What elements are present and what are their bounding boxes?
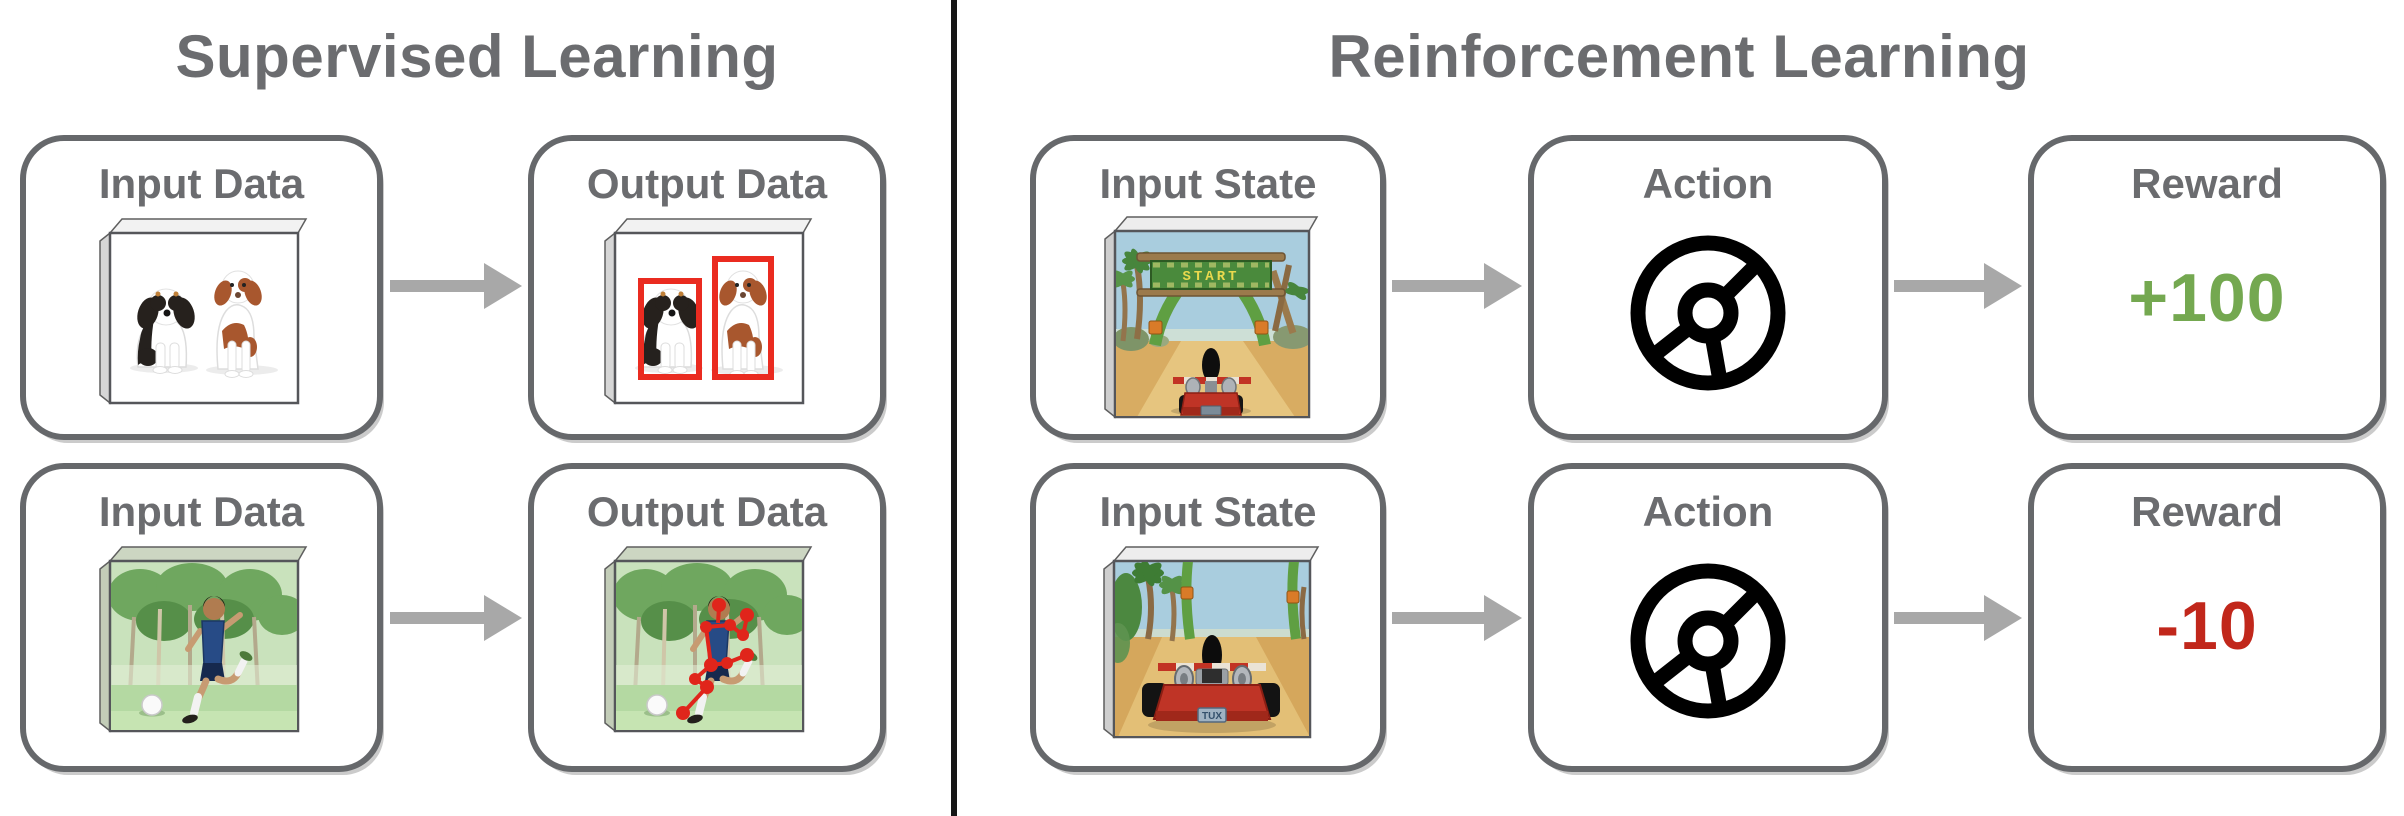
reward-value-negative: -10 [2156, 588, 2258, 665]
reward-label: Reward [2131, 160, 2283, 207]
supervised-learning-title: Supervised Learning [175, 23, 779, 90]
arrow-shaft [1392, 612, 1484, 624]
arrow-shaft [1392, 280, 1484, 292]
kart-plate-text: TUX [1202, 711, 1222, 722]
soccer-illustration [616, 563, 802, 731]
rl-reward-box-1: Reward +100 [2028, 135, 2386, 440]
arrow-action-to-reward-1 [1894, 262, 2022, 310]
arrow-head [484, 595, 522, 641]
input-state-label: Input State [1099, 488, 1317, 535]
arrow-head [484, 263, 522, 309]
kart-start-illustration: START [1116, 248, 1308, 417]
reward-label: Reward [2131, 488, 2283, 535]
arrow-action-to-reward-2 [1894, 594, 2022, 642]
arrow-state-to-action-1 [1392, 262, 1522, 310]
arrow-head [1484, 595, 1522, 641]
rl-action-box-2: Action [1528, 463, 1888, 772]
rl-action-box-1: Action [1528, 135, 1888, 440]
soccer-pose-photo [604, 546, 813, 733]
arrow-input-to-output-2 [390, 594, 522, 642]
output-data-label: Output Data [586, 488, 828, 535]
pose-keypoints [676, 598, 754, 721]
arrow-shaft [390, 612, 484, 624]
steering-wheel-icon [1630, 563, 1786, 719]
dogs-illustration [129, 270, 278, 379]
arrow-shaft [1894, 612, 1984, 624]
supervised-output-box-2: Output Data [528, 463, 886, 772]
dogs-photo [98, 218, 307, 405]
input-data-label: Input Data [98, 160, 305, 207]
reward-value-positive: +100 [2128, 260, 2286, 337]
action-label: Action [1642, 160, 1774, 207]
arrow-head [1984, 595, 2022, 641]
output-data-label: Output Data [586, 160, 828, 207]
arrow-input-to-output-1 [390, 262, 522, 310]
kart-track-illustration: TUX [1115, 562, 1309, 737]
rl-input-state-box-1: Input State [1030, 135, 1386, 440]
input-data-label: Input Data [98, 488, 305, 535]
arrow-shaft [390, 280, 484, 292]
rl-input-state-box-2: Input State [1030, 463, 1386, 772]
supervised-input-box-2: Input Data [20, 463, 383, 772]
reinforcement-learning-title: Reinforcement Learning [1328, 23, 2030, 90]
panel-divider [951, 0, 957, 816]
arrow-head [1984, 263, 2022, 309]
arrow-head [1484, 263, 1522, 309]
detection-boxes [638, 256, 774, 381]
rl-reward-box-2: Reward -10 [2028, 463, 2386, 772]
kart-track-photo: TUX [1103, 546, 1320, 739]
start-banner-text: START [1182, 269, 1239, 285]
kart-start-photo: START [1104, 216, 1319, 419]
action-label: Action [1642, 488, 1774, 535]
soccer-photo [98, 546, 307, 733]
dogs-detection-photo [604, 218, 813, 405]
arrow-state-to-action-2 [1392, 594, 1522, 642]
supervised-input-box-1: Input Data [20, 135, 383, 440]
input-state-label: Input State [1099, 160, 1317, 207]
arrow-shaft [1894, 280, 1984, 292]
supervised-output-box-1: Output Data [528, 135, 886, 440]
soccer-illustration [110, 563, 297, 731]
steering-wheel-icon [1630, 235, 1786, 391]
